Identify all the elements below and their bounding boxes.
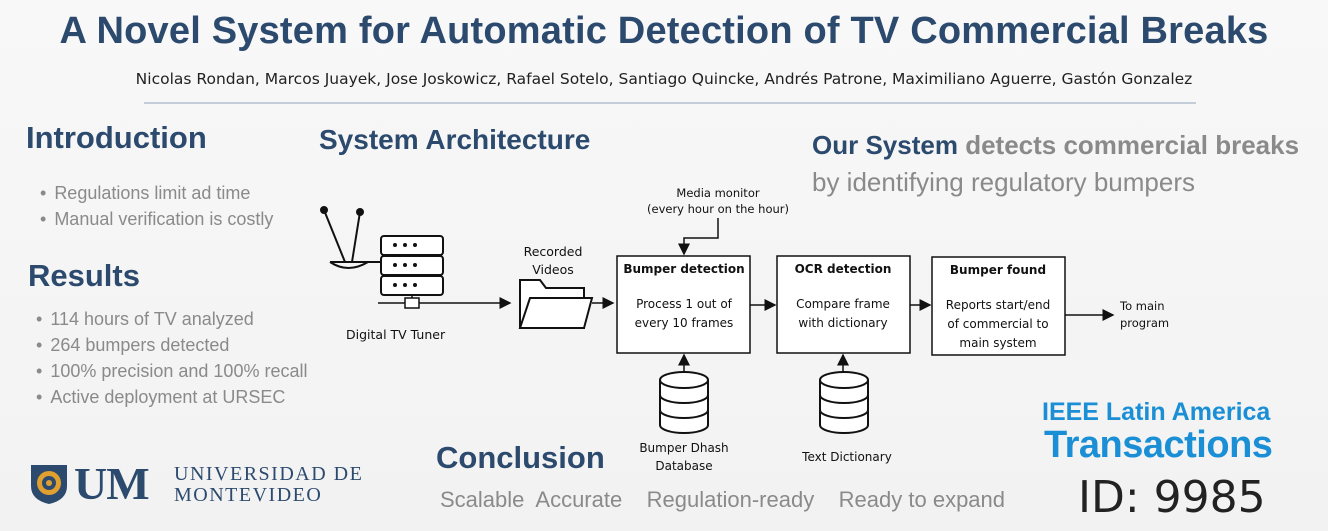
bumper-detection-title: Bumper detection <box>623 262 744 276</box>
paper-id: ID: 9985 <box>1078 472 1266 523</box>
title-divider <box>144 102 1196 104</box>
bumper-detection-line1: Process 1 out of <box>636 297 733 311</box>
author-list: Nicolas Rondan, Marcos Juayek, Jose Josk… <box>135 70 1193 88</box>
our-system-label: Our System <box>812 130 958 160</box>
university-name-line1: UNIVERSIDAD DE <box>174 463 364 485</box>
introduction-list: Regulations limit ad time Manual verific… <box>40 180 273 232</box>
media-monitor-label-2: (every hour on the hour) <box>647 202 789 216</box>
results-list: 114 hours of TV analyzed 264 bumpers det… <box>36 306 307 410</box>
university-name: UNIVERSIDAD DE MONTEVIDEO <box>174 464 363 506</box>
db1-label-1: Bumper Dhash <box>639 441 728 455</box>
ocr-detection-title: OCR detection <box>795 262 892 276</box>
architecture-heading: System Architecture <box>319 124 591 155</box>
poster-title: A Novel System for Automatic Detection o… <box>59 10 1269 52</box>
ocr-detection-box <box>776 255 911 354</box>
tuner-connector-icon <box>404 297 420 309</box>
our-system-statement: Our System detects commercial breaks <box>812 130 1299 161</box>
our-system-line2: by identifying regulatory bumpers <box>812 167 1195 197</box>
database-icon <box>819 371 869 434</box>
ocr-detection-line2: with dictionary <box>798 316 887 330</box>
conclusion-items: Scalable Accurate Regulation-ready Ready… <box>440 487 1006 512</box>
bumper-found-line1: Reports start/end <box>946 298 1050 312</box>
to-main-label-1: To main <box>1119 299 1165 313</box>
server-icon <box>380 235 444 296</box>
list-item: 114 hours of TV analyzed <box>36 306 307 332</box>
db1-label-2: Database <box>655 459 712 473</box>
recorded-label-2: Videos <box>532 262 574 277</box>
list-item: 100% precision and 100% recall <box>36 358 307 384</box>
list-item: Manual verification is costly <box>40 206 273 232</box>
list-item: 264 bumpers detected <box>36 332 307 358</box>
bumper-found-line3: main system <box>959 336 1036 350</box>
conclusion-heading: Conclusion <box>436 440 605 475</box>
introduction-heading: Introduction <box>26 120 207 155</box>
antenna-icon <box>320 206 380 269</box>
recorded-label-1: Recorded <box>524 244 583 259</box>
media-monitor-label-1: Media monitor <box>676 186 759 200</box>
our-system-detects: detects commercial breaks <box>965 130 1300 160</box>
university-initials: UM <box>74 458 150 509</box>
journal-name-line1: IEEE Latin America <box>1042 398 1271 426</box>
database-icon <box>659 371 709 434</box>
to-main-label-2: program <box>1120 316 1169 330</box>
bumper-found-line2: of commercial to <box>947 317 1048 331</box>
results-heading: Results <box>28 258 140 293</box>
bumper-found-title: Bumper found <box>950 263 1046 277</box>
university-seal-icon <box>31 465 67 504</box>
university-name-line2: MONTEVIDEO <box>174 484 323 506</box>
ocr-detection-line1: Compare frame <box>796 297 890 311</box>
db2-label: Text Dictionary <box>801 450 892 464</box>
bumper-found-box <box>931 256 1066 356</box>
bumper-detection-line2: every 10 frames <box>635 316 734 330</box>
journal-name-line2: Transactions <box>1044 424 1273 466</box>
list-item: Active deployment at URSEC <box>36 384 307 410</box>
list-item: Regulations limit ad time <box>40 180 273 206</box>
tuner-label: Digital TV Tuner <box>346 327 446 342</box>
folder-icon <box>518 279 594 329</box>
